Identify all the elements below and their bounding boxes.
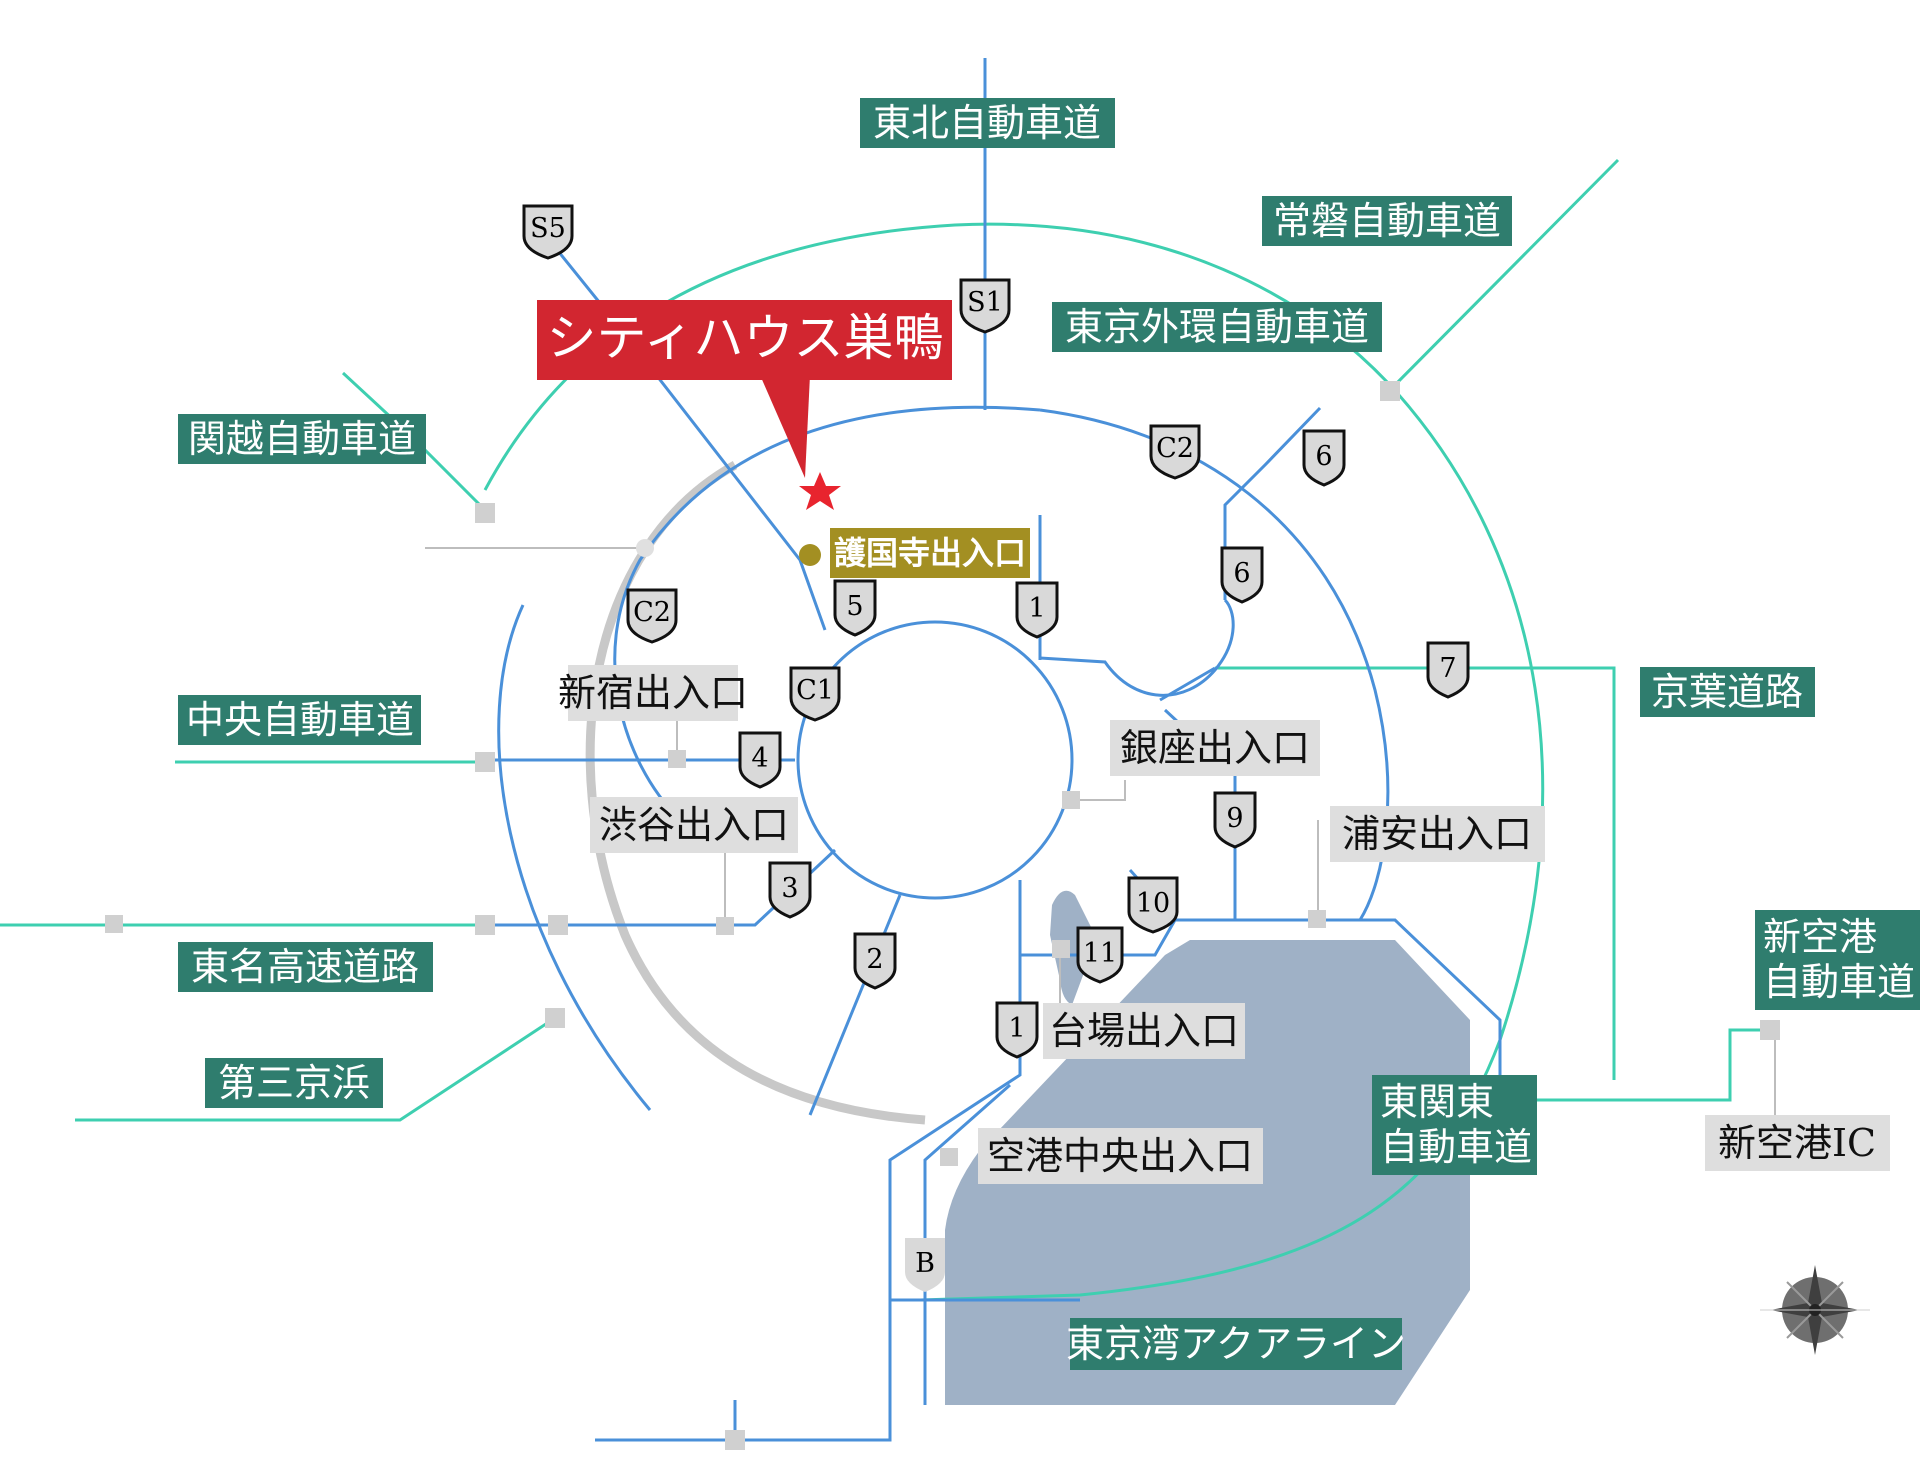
ramp-markers [668, 750, 1326, 1166]
junction-joban [1380, 381, 1400, 401]
svg-text:10: 10 [1136, 888, 1170, 919]
shield-c2-west: C2 [626, 588, 678, 644]
svg-text:5: 5 [846, 591, 863, 622]
shield-1-north: 1 [1015, 581, 1059, 639]
svg-text:4: 4 [751, 743, 768, 774]
keiyo-line [1215, 666, 1616, 1080]
joban-line [1388, 158, 1620, 392]
svg-text:11: 11 [1083, 938, 1117, 969]
shield-10: 10 [1127, 876, 1179, 934]
junction-tomei [475, 915, 495, 935]
junction-gray-west [636, 539, 654, 557]
ramp-kuko-chuo: 空港中央出入口 [987, 1134, 1253, 1178]
gokokuji-dot [799, 544, 821, 566]
svg-text:C2: C2 [633, 597, 671, 628]
shield-9: 9 [1213, 791, 1257, 849]
label-higashi-kanto-2: 自動車道 [1380, 1125, 1532, 1169]
junction-kanetsu [475, 503, 495, 523]
shield-7: 7 [1426, 641, 1470, 699]
label-tomei: 東名高速道路 [191, 945, 419, 989]
ramp-shinkuko-ic: 新空港IC [1718, 1121, 1876, 1165]
s5-route [523, 209, 827, 631]
outer-blue-ring [497, 604, 652, 1111]
label-keiyo: 京葉道路 [1651, 670, 1803, 714]
junction-chuo [475, 752, 495, 772]
svg-text:C1: C1 [796, 675, 834, 706]
shield-3: 3 [768, 861, 812, 919]
shield-s1: S1 [959, 278, 1011, 334]
ramp-ginza: 銀座出入口 [1120, 726, 1310, 770]
property-star-icon [799, 472, 841, 510]
shield-6-upper: 6 [1302, 429, 1346, 487]
junction-markers [105, 381, 1780, 1450]
junction-shinkuko [1760, 1020, 1780, 1040]
junction-tomei-2 [548, 915, 568, 935]
label-tohoku: 東北自動車道 [873, 101, 1101, 145]
shield-s5: S5 [522, 204, 574, 260]
svg-text:1: 1 [1028, 593, 1045, 624]
ramp-shinjuku: 新宿出入口 [558, 671, 748, 715]
shield-c1: C1 [789, 666, 841, 722]
label-chuo: 中央自動車道 [186, 698, 414, 742]
inner-circular-route-c1 [796, 620, 1074, 900]
ramp-shibuya: 渋谷出入口 [599, 803, 789, 847]
junction-daisan [545, 1008, 565, 1028]
route-shields: S5 S1 C2 6 6 C2 5 1 [522, 204, 1470, 1292]
callout-box [537, 300, 952, 380]
junction-south [725, 1430, 745, 1450]
callout-pointer [760, 375, 810, 478]
svg-text:3: 3 [781, 873, 798, 904]
expressway-labels: 東北自動車道 常磐自動車道 東京外環自動車道 関越自動車道 中央自動車道 東名高… [178, 98, 1920, 1370]
svg-text:9: 9 [1226, 803, 1243, 834]
route-6-loop [1039, 598, 1235, 697]
label-shinkuko-1: 新空港 [1763, 915, 1877, 959]
shield-4: 4 [738, 731, 782, 789]
property-name: シティハウス巣鴨 [547, 309, 944, 367]
svg-text:6: 6 [1233, 558, 1250, 589]
label-daisan-keihin: 第三京浜 [218, 1061, 370, 1105]
ramp-daiba: 台場出入口 [1049, 1009, 1239, 1053]
ramp-gokokuji: 護国寺出入口 [834, 534, 1026, 572]
label-kanetsu: 関越自動車道 [188, 417, 416, 461]
ramp-leaders [676, 715, 1776, 1115]
shield-6-lower: 6 [1220, 546, 1264, 604]
svg-text:B: B [915, 1248, 935, 1279]
reclaimed-island [1050, 890, 1095, 1005]
svg-text:6: 6 [1315, 441, 1332, 472]
svg-text:C2: C2 [1156, 433, 1194, 464]
svg-text:7: 7 [1439, 653, 1456, 684]
shield-11: 11 [1076, 926, 1124, 984]
ramp-labels: 新宿出入口 渋谷出入口 銀座出入口 浦安出入口 台場出入口 空港中央出入口 新空… [558, 665, 1890, 1184]
label-higashi-kanto-1: 東関東 [1380, 1080, 1494, 1124]
label-shinkuko-2: 自動車道 [1763, 960, 1915, 1004]
svg-text:S5: S5 [530, 213, 566, 244]
ramp-urayasu: 浦安出入口 [1342, 812, 1532, 856]
route-2 [808, 894, 902, 1116]
svg-text:1: 1 [1008, 1013, 1025, 1044]
label-gaikan: 東京外環自動車道 [1065, 305, 1369, 349]
wangan-inner [923, 1083, 1011, 1405]
shield-b: B [905, 1238, 945, 1292]
junction-tomei-west [105, 915, 123, 933]
shield-2: 2 [853, 932, 897, 990]
gokokuji-ramp: 護国寺出入口 [799, 528, 1030, 578]
route-7-link [1159, 666, 1216, 702]
label-joban: 常磐自動車道 [1273, 199, 1501, 243]
property-callout: シティハウス巣鴨 [537, 300, 952, 510]
shield-5: 5 [833, 579, 877, 637]
svg-text:2: 2 [866, 944, 883, 975]
higashi-kanto-line [1535, 1028, 1770, 1102]
svg-text:S1: S1 [967, 287, 1003, 318]
shield-1-south: 1 [995, 1001, 1039, 1059]
daisan-keihin-line [75, 1016, 556, 1122]
shield-c2-north: C2 [1149, 424, 1201, 480]
compass-icon [1760, 1265, 1870, 1355]
label-aqualine: 東京湾アクアライン [1066, 1322, 1406, 1366]
